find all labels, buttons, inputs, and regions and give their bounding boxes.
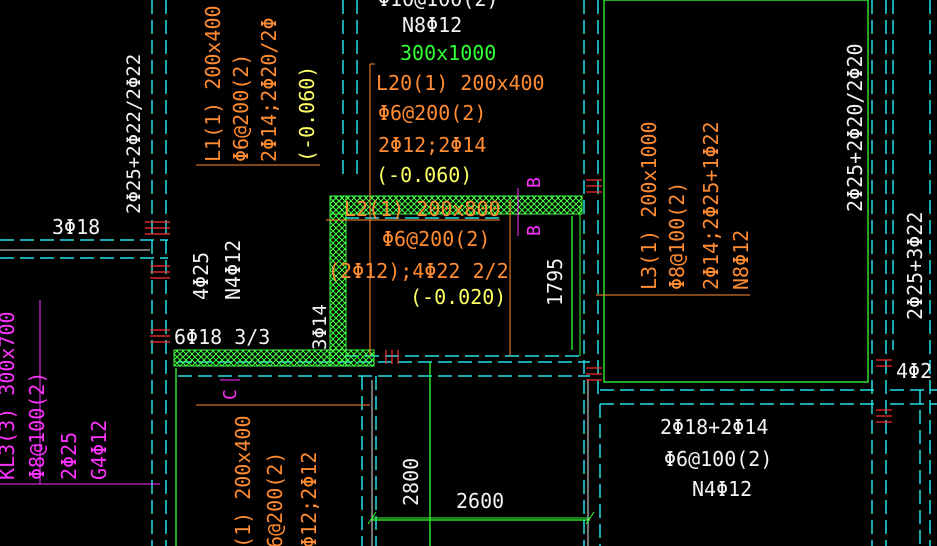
label-kl3-bars: 2Φ25 <box>57 432 81 480</box>
label-kl3-title: KL3(3) 300x700 <box>0 311 19 480</box>
label-l1-bars: 2Φ14;2Φ20/2Φ <box>257 18 281 163</box>
label-left-long-bars: 2Φ25+2Φ22/2Φ22 <box>123 54 145 214</box>
label-l3-n8: N8Φ12 <box>729 230 753 290</box>
label-kl3-g4: G4Φ12 <box>87 420 111 480</box>
label-l1-title: L1(1) 200x400 <box>201 5 225 162</box>
label-l3-title: L3(1) 200x1000 <box>637 121 661 290</box>
label-far-right-4-2: 4Φ2 <box>896 359 932 383</box>
label-n4-12: N4Φ12 <box>221 240 245 300</box>
dimension-lines <box>367 206 595 525</box>
label-top-partial: Φ10@100(2) <box>378 0 498 11</box>
label-bottom-bars: 2Φ18+2Φ14 <box>660 415 768 439</box>
label-l2-bars: (2Φ12);4Φ22 2/2 <box>328 259 509 283</box>
label-right-long-bars: 2Φ25+2Φ20/2Φ20 <box>843 43 867 212</box>
label-l-bottom-bars: 2Φ12;2Φ12 <box>297 452 321 546</box>
label-l20-stirrup: Φ6@200(2) <box>378 101 486 125</box>
column-ticks <box>145 179 892 423</box>
hatched-beams <box>173 195 583 367</box>
label-kl3-stirrup: Φ8@100(2) <box>25 372 49 480</box>
label-l1-stirrup: Φ6@200(2) <box>229 54 253 162</box>
label-section-b-top: B <box>524 177 545 188</box>
label-l2-stirrup: Φ6@200(2) <box>382 227 490 251</box>
leader-lines <box>196 63 750 406</box>
label-section-b-bottom: B <box>524 225 545 236</box>
panel-outlines <box>175 0 869 546</box>
label-dim-1795: 1795 <box>543 258 567 306</box>
label-l2-title: L2(1) 200x800 <box>344 197 501 221</box>
label-bottom-n4: N4Φ12 <box>692 477 752 501</box>
label-l3-stirrup: Φ8@100(2) <box>665 182 689 290</box>
label-l1-level: (-0.060) <box>295 66 319 162</box>
label-beam-300x1000: 300x1000 <box>400 41 496 65</box>
label-l-bottom-stirrup: Φ6@200(2) <box>263 452 287 546</box>
label-l20-bars: 2Φ12;2Φ14 <box>378 133 486 157</box>
label-4-25: 4Φ25 <box>189 252 213 300</box>
label-l3-bars: 2Φ14;2Φ25+1Φ22 <box>699 121 723 290</box>
magenta-lines <box>0 188 519 485</box>
label-l20-title: L20(1) 200x400 <box>376 71 545 95</box>
label-3-14: 3Φ14 <box>309 304 331 350</box>
label-dim-2600: 2600 <box>456 489 504 513</box>
label-far-right-bars: 2Φ25+3Φ22 <box>903 212 927 320</box>
label-l20-level: (-0.060) <box>376 163 472 187</box>
label-bottom-stirrup: Φ6@100(2) <box>664 447 772 471</box>
label-dim-2800: 2800 <box>399 458 423 506</box>
label-n8-12: N8Φ12 <box>402 13 462 37</box>
label-3-18: 3Φ18 <box>52 215 100 239</box>
label-6-18: 6Φ18 3/3 <box>174 325 270 349</box>
label-section-c: C <box>220 389 241 400</box>
label-l2-level: (-0.020) <box>410 285 506 309</box>
label-l-bottom-title: L(1) 200x400 <box>231 416 255 546</box>
